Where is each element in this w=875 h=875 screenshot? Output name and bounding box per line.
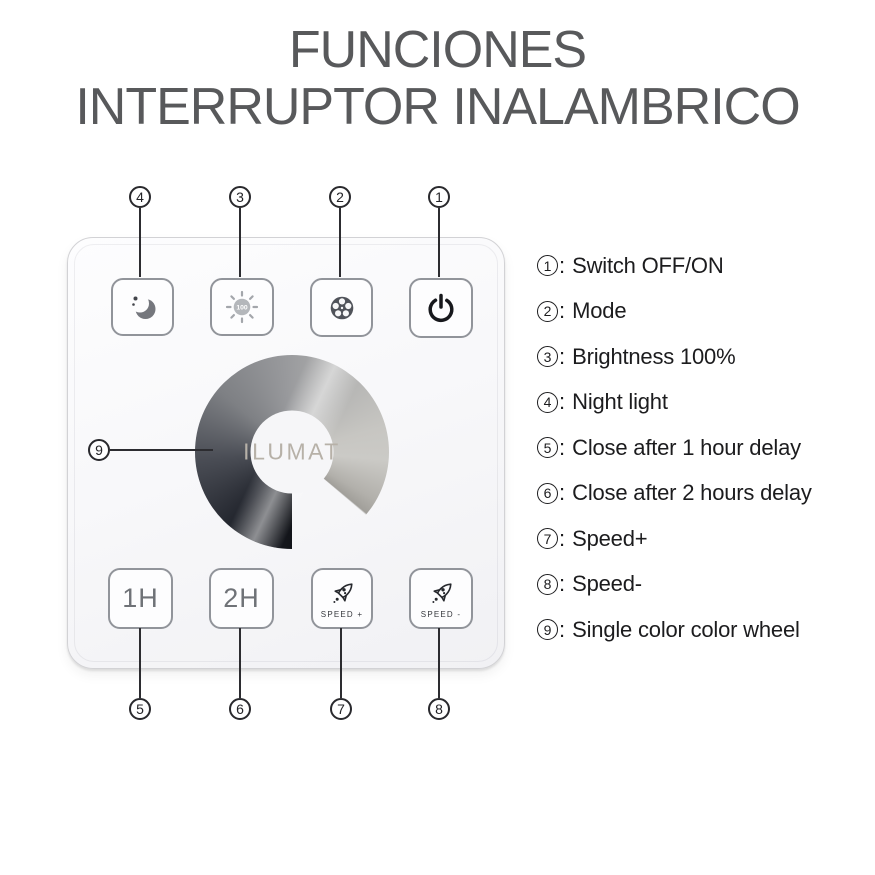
- legend-num-circle: 6: [537, 482, 558, 504]
- legend-item-5: 5:Close after 1 hour delay: [537, 432, 812, 463]
- callout-line-3: [239, 208, 241, 277]
- mode-wheel-icon: [330, 296, 353, 319]
- legend-label: Close after 2 hours delay: [572, 480, 812, 505]
- callout-line-9: [110, 449, 213, 451]
- legend-num-circle: 3: [537, 346, 558, 367]
- callout-number: 1: [435, 189, 443, 205]
- callout-circle-2: 2: [329, 186, 351, 208]
- legend-separator: :: [559, 343, 566, 369]
- legend-item-2: 2:Mode: [537, 296, 812, 327]
- legend-num-circle: 8: [537, 573, 558, 595]
- callout-line-6: [239, 628, 241, 698]
- legend-label: Switch OFF/ON: [572, 252, 724, 278]
- callout-line-8: [438, 628, 440, 698]
- color-wheel-hole: [250, 410, 334, 494]
- callout-number: 4: [136, 189, 144, 205]
- callout-circle-6: 6: [229, 698, 251, 720]
- callout-number: 5: [136, 701, 144, 717]
- one-hour-label: 1H: [122, 583, 159, 613]
- legend-item-7: 7:Speed+: [537, 523, 812, 554]
- callout-line-5: [139, 628, 141, 698]
- legend-label: Brightness 100%: [572, 343, 736, 369]
- callout-number: 7: [337, 701, 345, 717]
- legend-item-3: 3:Brightness 100%: [537, 341, 812, 372]
- brightness-value: 100: [236, 304, 248, 311]
- callout-circle-4: 4: [129, 186, 151, 208]
- callout-circle-1: 1: [428, 186, 450, 208]
- callout-circle-8: 8: [428, 698, 450, 720]
- callout-circle-7: 7: [330, 698, 352, 720]
- callout-number: 8: [435, 701, 443, 717]
- legend-item-6: 6:Close after 2 hours delay: [537, 478, 812, 509]
- two-hour-delay-button[interactable]: 2H: [209, 568, 274, 629]
- callout-number: 3: [236, 189, 244, 205]
- legend-label: Speed-: [572, 571, 642, 596]
- speed-minus-label: SPEED -: [420, 609, 462, 619]
- title-line-1: FUNCIONES: [288, 21, 587, 79]
- legend-item-8: 8:Speed-: [537, 569, 812, 600]
- legend-separator: :: [559, 298, 566, 323]
- callout-number: 2: [336, 189, 344, 205]
- legend-label: Mode: [572, 298, 627, 323]
- legend-item-9: 9:Single color color wheel: [537, 614, 812, 645]
- callout-circle-9: 9: [88, 439, 110, 461]
- legend-separator: :: [559, 525, 566, 551]
- legend-item-1: 1:Switch OFF/ON: [537, 250, 812, 281]
- legend-label: Close after 1 hour delay: [572, 434, 801, 460]
- two-hour-label: 2H: [223, 583, 260, 613]
- title-line-2: INTERRUPTOR INALAMBRICO: [75, 78, 800, 136]
- color-wheel[interactable]: ILUMAT: [195, 355, 389, 549]
- legend-label: Single color color wheel: [572, 616, 800, 642]
- legend-label: Speed+: [572, 525, 648, 551]
- power-icon: [428, 293, 454, 323]
- legend-num-circle: 5: [537, 437, 558, 458]
- legend-separator: :: [559, 434, 566, 460]
- legend-num-circle: 7: [537, 528, 558, 549]
- legend-separator: :: [559, 480, 566, 505]
- remote-panel: 100 ILUMAT: [67, 237, 505, 669]
- speed-minus-button[interactable]: SPEED -: [409, 568, 473, 629]
- callout-line-7: [340, 628, 342, 698]
- sun-100-icon: 100: [225, 290, 259, 324]
- legend-num-circle: 9: [537, 619, 558, 640]
- legend-separator: :: [559, 252, 566, 278]
- legend-label: Night light: [572, 389, 668, 414]
- legend-num-circle: 2: [537, 300, 558, 322]
- speed-plus-label: SPEED +: [320, 609, 364, 619]
- callout-number: 6: [236, 701, 244, 717]
- legend-separator: :: [559, 571, 566, 596]
- rocket-icon: [432, 582, 452, 603]
- brightness-100-button[interactable]: 100: [210, 278, 274, 336]
- callout-line-4: [139, 208, 141, 277]
- mode-button[interactable]: [310, 278, 373, 337]
- legend-num-circle: 4: [537, 391, 558, 413]
- moon-icon: [130, 294, 155, 319]
- callout-circle-5: 5: [129, 698, 151, 720]
- legend-separator: :: [559, 389, 566, 414]
- callout-line-2: [339, 208, 341, 277]
- legend: 1:Switch OFF/ON 2:Mode 3:Brightness 100%…: [537, 250, 812, 660]
- callout-number: 9: [95, 442, 103, 458]
- legend-item-4: 4:Night light: [537, 387, 812, 418]
- speed-plus-button[interactable]: SPEED +: [311, 568, 373, 629]
- legend-separator: :: [559, 616, 566, 642]
- page-title: FUNCIONES INTERRUPTOR INALAMBRICO: [0, 22, 875, 136]
- power-button[interactable]: [409, 278, 473, 338]
- brand-label: ILUMAT: [243, 438, 341, 465]
- night-light-button[interactable]: [111, 278, 174, 336]
- callout-circle-3: 3: [229, 186, 251, 208]
- callout-line-1: [438, 208, 440, 277]
- one-hour-delay-button[interactable]: 1H: [108, 568, 173, 629]
- legend-num-circle: 1: [537, 255, 558, 276]
- rocket-icon: [333, 582, 353, 603]
